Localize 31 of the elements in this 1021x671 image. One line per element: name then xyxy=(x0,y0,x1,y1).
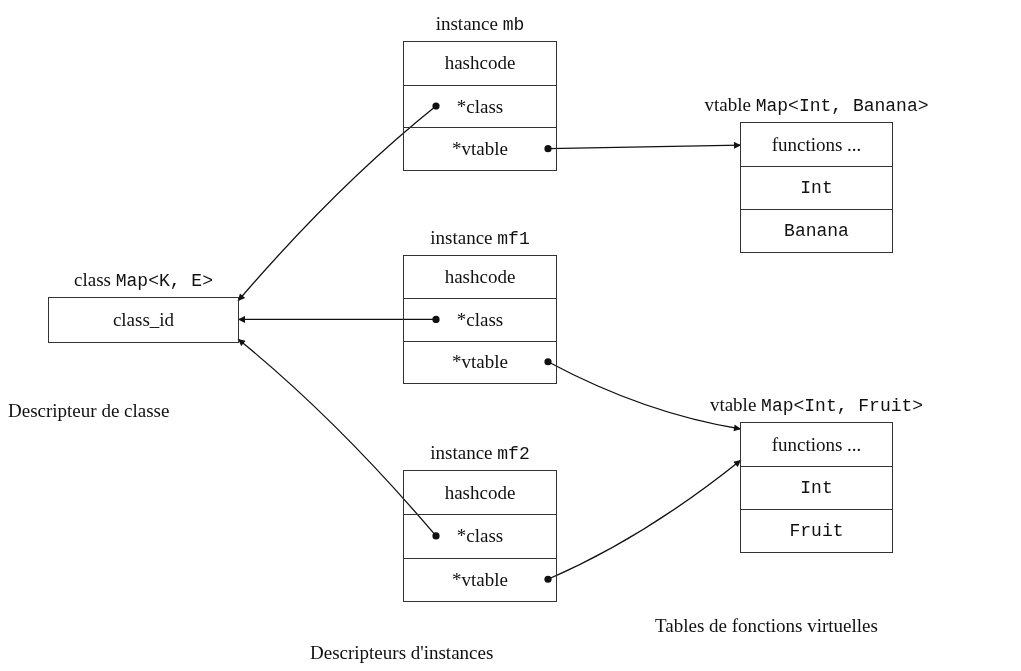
table-cell: functions ... xyxy=(741,123,892,166)
pointer-arrow xyxy=(237,315,440,324)
table-cell: hashcode xyxy=(404,256,556,299)
caption-text: Tables de fonctions virtuelles xyxy=(655,615,878,637)
pointer-arrow xyxy=(544,459,742,583)
table-cell: *vtable xyxy=(404,127,556,171)
table-cell: *vtable xyxy=(404,557,556,601)
table-cell: hashcode xyxy=(404,42,556,85)
pointer-arrow xyxy=(237,102,440,302)
pointer-arrow xyxy=(237,338,440,540)
table-cell: Int xyxy=(741,166,892,209)
table-cell: *class xyxy=(404,298,556,341)
pointer-arrow xyxy=(544,141,742,153)
table-cell: Int xyxy=(741,466,892,509)
caption-text: Descripteurs d'instances xyxy=(310,642,494,664)
caption-text: Descripteur de classe xyxy=(8,400,170,422)
table-cell: Banana xyxy=(741,209,892,252)
table-cell: *class xyxy=(404,84,556,128)
table-cell: functions ... xyxy=(741,423,892,466)
table-cell: *class xyxy=(404,514,556,558)
table-cell: Fruit xyxy=(741,509,892,552)
table-cell: hashcode xyxy=(404,471,556,515)
table-heading: instance mf2 xyxy=(429,442,531,464)
pointer-arrow xyxy=(544,358,742,432)
table-heading: instance mb xyxy=(434,13,526,35)
table-heading: vtable Map<Int, Banana> xyxy=(703,94,930,116)
table-cell: *vtable xyxy=(404,340,556,383)
table-heading: class Map<K, E> xyxy=(73,269,214,291)
table-cell: class_id xyxy=(49,298,238,342)
table-heading: instance mf1 xyxy=(429,227,531,249)
table-heading: vtable Map<Int, Fruit> xyxy=(708,394,925,416)
